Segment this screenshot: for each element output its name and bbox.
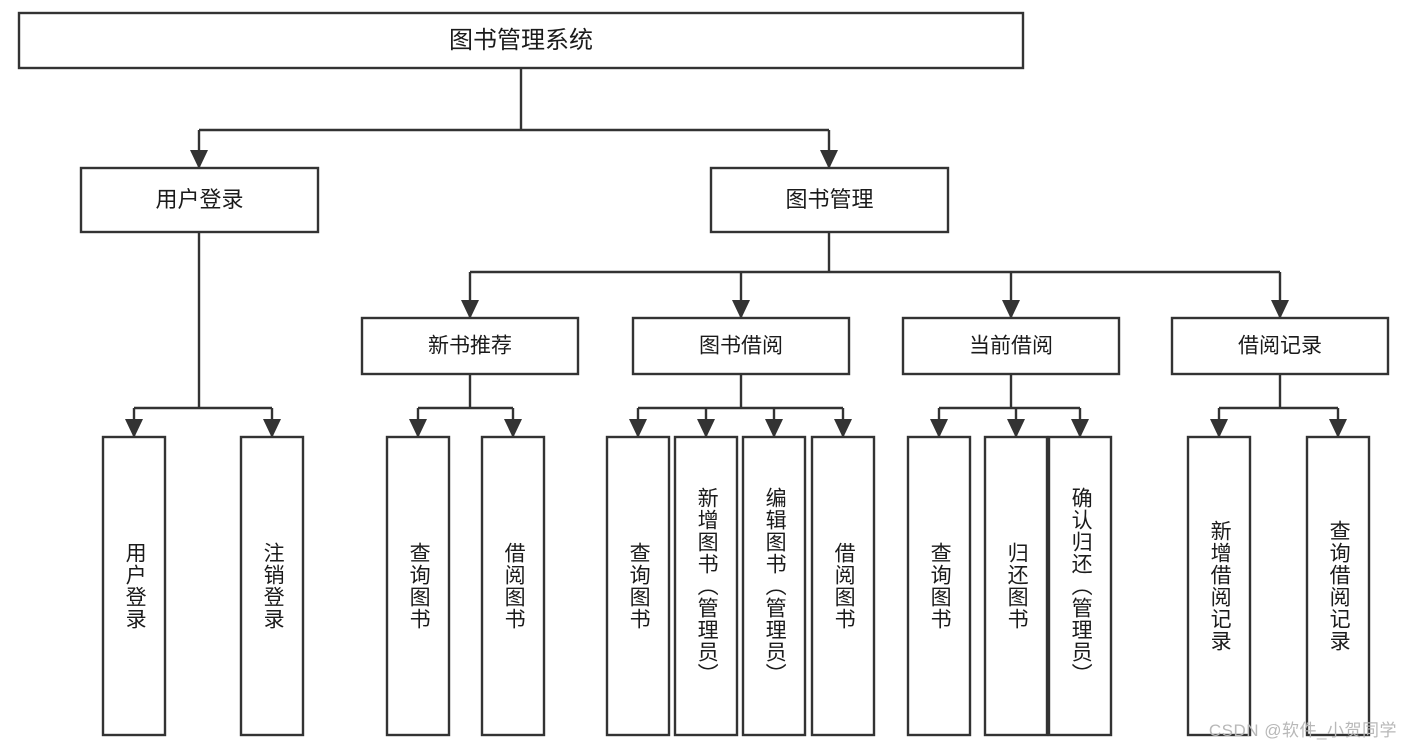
node-level3-新书推荐[interactable] <box>360 316 580 376</box>
node-leaf-借阅图书-7[interactable] <box>810 435 876 737</box>
connector-layer <box>125 68 1347 438</box>
node-level3-借阅记录-label: 借阅记录 <box>1238 335 1322 358</box>
node-leaf-新增图书管理员-5[interactable] <box>673 435 739 737</box>
node-level3-图书借阅-label: 图书借阅 <box>699 335 783 358</box>
arrow-head-icon <box>1210 419 1228 438</box>
arrow-head-icon <box>1329 419 1347 438</box>
node-leaf-归还图书-9[interactable] <box>983 435 1049 737</box>
node-level3-当前借阅[interactable] <box>901 316 1121 376</box>
arrow-head-icon <box>125 419 143 438</box>
arrow-head-icon <box>765 419 783 438</box>
arrow-head-icon <box>697 419 715 438</box>
node-level2-图书管理-label: 图书管理 <box>785 187 873 212</box>
node-leaf-借阅图书-3[interactable] <box>480 435 546 737</box>
node-level3-图书借阅[interactable] <box>631 316 851 376</box>
arrow-head-icon <box>732 300 750 319</box>
arrow-head-icon <box>1271 300 1289 319</box>
arrow-head-icon <box>504 419 522 438</box>
node-leaf-查询图书-8[interactable] <box>906 435 972 737</box>
arrow-head-icon <box>1071 419 1089 438</box>
arrow-head-icon <box>930 419 948 438</box>
arrow-head-icon <box>834 419 852 438</box>
node-leaf-编辑图书管理员-6[interactable] <box>741 435 807 737</box>
node-leaf-查询图书-2[interactable] <box>385 435 451 737</box>
node-leaf-新增借阅记录-11[interactable] <box>1186 435 1252 737</box>
node-level3-当前借阅-label: 当前借阅 <box>969 335 1053 358</box>
node-level2-用户登录[interactable] <box>79 166 320 234</box>
watermark-text: CSDN @软件_小贺同学 <box>1208 721 1397 740</box>
arrow-head-icon <box>1002 300 1020 319</box>
node-leaf-查询借阅记录-12[interactable] <box>1305 435 1371 737</box>
node-leaf-确认归还管理员-10[interactable] <box>1047 435 1113 737</box>
arrow-head-icon <box>629 419 647 438</box>
arrow-head-icon <box>190 150 208 169</box>
node-root-图书管理系统[interactable] <box>17 11 1025 70</box>
arrow-head-icon <box>1007 419 1025 438</box>
node-leaf-查询图书-4[interactable] <box>605 435 671 737</box>
node-level2-用户登录-label: 用户登录 <box>155 187 243 212</box>
node-level3-新书推荐-label: 新书推荐 <box>428 335 512 358</box>
node-root-图书管理系统-label: 图书管理系统 <box>449 27 593 54</box>
arrow-head-icon <box>409 419 427 438</box>
arrow-head-icon <box>263 419 281 438</box>
node-leaf-注销登录-1[interactable] <box>239 435 305 737</box>
node-box-layer <box>17 11 1390 737</box>
arrow-head-icon <box>461 300 479 319</box>
node-level2-图书管理[interactable] <box>709 166 950 234</box>
node-leaf-用户登录-0[interactable] <box>101 435 167 737</box>
node-level3-借阅记录[interactable] <box>1170 316 1390 376</box>
arrow-head-icon <box>820 150 838 169</box>
